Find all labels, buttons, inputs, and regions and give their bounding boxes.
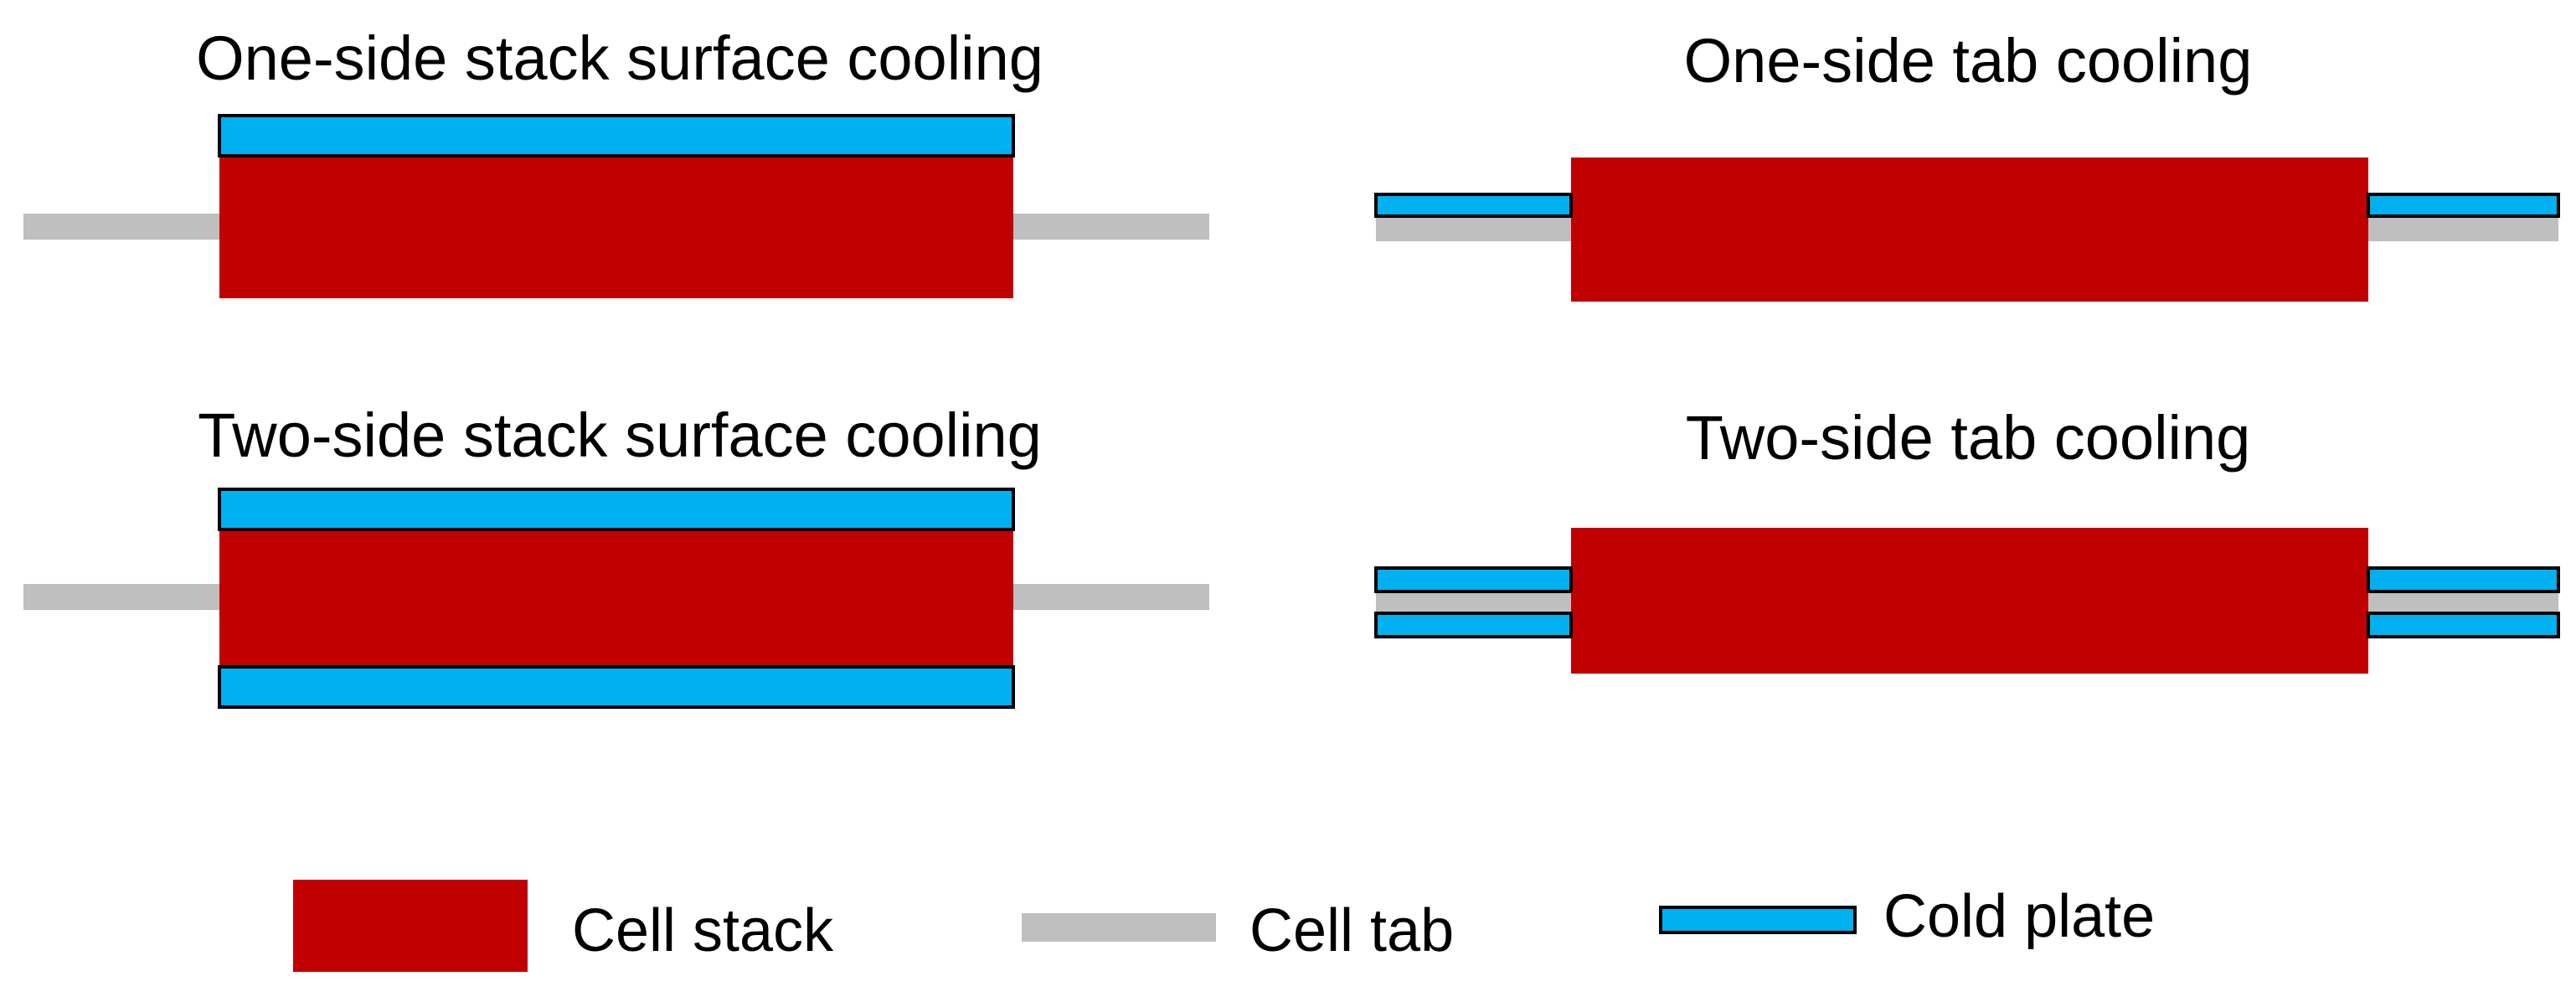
cell-stack — [219, 528, 1013, 669]
legend-swatch-cell-stack — [293, 880, 528, 972]
legend-item-cell-tab: Cell tab — [1022, 897, 1454, 964]
legend: Cell stack Cell tab Cold plate — [293, 880, 2155, 972]
panel-one-side-tab-cooling: One-side tab cooling — [1374, 26, 2560, 302]
legend-item-cold-plate: Cold plate — [1659, 883, 2155, 950]
panel-title-two-side-stack: Two-side stack surface cooling — [198, 400, 1042, 470]
cold-plate-bottom — [218, 665, 1015, 709]
cell-stack — [1571, 528, 2368, 674]
panel-title-one-side-tab: One-side tab cooling — [1684, 26, 2253, 96]
legend-label-cell-tab: Cell tab — [1249, 897, 1454, 964]
legend-label-cold-plate: Cold plate — [1883, 883, 2155, 950]
cold-plate-right-bottom — [2367, 612, 2560, 638]
panel-two-side-stack-cooling: Two-side stack surface cooling — [23, 400, 1209, 709]
cold-plate-right — [2367, 193, 2560, 218]
cold-plate-left-top — [1374, 566, 1573, 593]
panel-title-two-side-tab: Two-side tab cooling — [1686, 403, 2251, 473]
cold-plate-top — [218, 114, 1015, 158]
legend-item-cell-stack: Cell stack — [293, 880, 834, 972]
cell-stack — [219, 154, 1013, 298]
legend-label-cell-stack: Cell stack — [572, 897, 834, 964]
legend-swatch-cell-tab — [1022, 913, 1216, 942]
cold-plate-right-top — [2367, 566, 2560, 593]
cold-plate-top — [218, 488, 1015, 531]
cell-stack — [1571, 158, 2368, 302]
panel-title-one-side-stack: One-side stack surface cooling — [196, 23, 1043, 93]
panel-one-side-stack-cooling: One-side stack surface cooling — [23, 23, 1209, 298]
panel-two-side-tab-cooling: Two-side tab cooling — [1374, 403, 2560, 674]
cold-plate-left — [1374, 193, 1573, 218]
cold-plate-left-bottom — [1374, 612, 1573, 638]
legend-swatch-cold-plate — [1659, 906, 1857, 934]
